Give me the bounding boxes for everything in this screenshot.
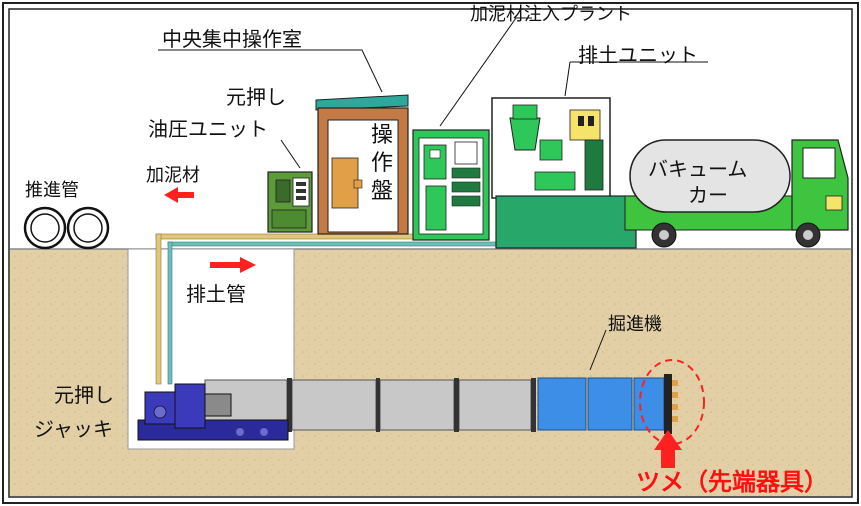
central-control-room [315, 94, 409, 235]
label-control-panel-3: 盤 [371, 179, 393, 204]
label-vacuum-line2: カー [688, 183, 728, 207]
inner-frame [8, 8, 853, 498]
label-jack-line1: 元押し [54, 383, 114, 407]
label-soil-discharge-unit: 排土ユニット [578, 43, 698, 67]
label-jack-line2: ジャッキ [34, 417, 113, 441]
label-mud-injection-plant: 加泥材注入プラント [470, 4, 632, 25]
label-discharge-pipe: 排土管 [186, 282, 246, 306]
arrow-discharge-right [210, 257, 256, 273]
label-pipe: 推進管 [25, 180, 79, 201]
label-mud-material: 加泥材 [146, 165, 200, 186]
vacuum-truck [624, 139, 849, 248]
label-tunneling-machine: 掘進機 [608, 314, 662, 335]
cutter-highlight [639, 359, 705, 445]
label-central-control-room: 中央集中操作室 [162, 27, 302, 51]
soil-discharge-unit [491, 97, 637, 249]
label-cutter-tip: ツメ（先端器具） [636, 468, 828, 496]
hydraulic-unit [267, 171, 313, 233]
tunneling-machine [537, 374, 678, 434]
label-control-panel-2: 作 [371, 151, 393, 176]
arrow-cutter-up [654, 430, 682, 468]
arrow-mud-left [164, 187, 194, 203]
stacked-pipes [23, 206, 110, 250]
mud-injection-plant [412, 129, 490, 241]
main-push-jack [137, 383, 289, 441]
label-control-panel-1: 操 [371, 123, 393, 148]
leader-lines [158, 17, 708, 371]
label-main-push-line1: 元押し [226, 85, 286, 109]
label-vacuum-line1: バキューム [648, 157, 747, 181]
label-main-push-line2: 油圧ユニット [148, 117, 268, 141]
